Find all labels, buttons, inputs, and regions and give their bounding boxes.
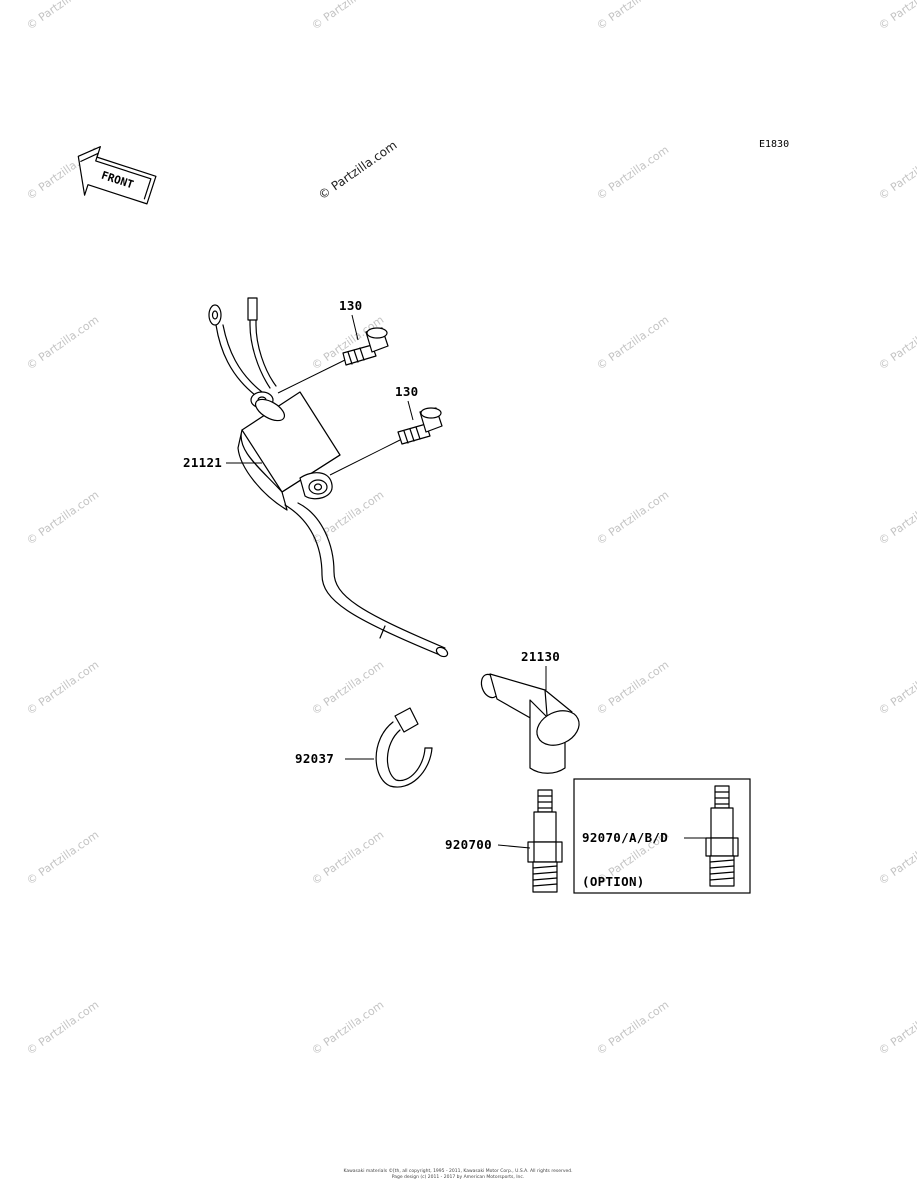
watermark-text: © Partzilla.com xyxy=(309,658,386,717)
footer-design: Page design (c) 2011 - 2017 by American … xyxy=(392,1174,525,1180)
watermark-grid: © Partzilla.com © Partzilla.com © Partzill… xyxy=(24,0,917,1057)
watermark-text: © Partzilla.com xyxy=(24,828,101,887)
spark-plug[interactable] xyxy=(527,789,563,893)
part-label-plug-cap: 21130 xyxy=(521,649,560,664)
bolt-upper[interactable] xyxy=(342,327,389,366)
spark-plug-option[interactable] xyxy=(705,785,739,887)
part-label-spark-plug: 920700 xyxy=(445,837,492,852)
watermark-text: © Partzilla.com xyxy=(24,998,101,1057)
watermark-text: © Partzilla.com xyxy=(594,488,671,547)
watermark-text: © Partzilla.com xyxy=(594,998,671,1057)
watermark-text: © Partzilla.com xyxy=(24,488,101,547)
part-label-band: 92037 xyxy=(295,751,334,766)
watermark-center: © Partzilla.com xyxy=(316,138,400,203)
watermark-text: © Partzilla.com xyxy=(876,313,917,372)
watermark-text: © Partzilla.com xyxy=(594,0,671,32)
option-box: (OPTION) xyxy=(573,778,751,894)
watermark-text: © Partzilla.com xyxy=(876,998,917,1057)
bolt-lower[interactable] xyxy=(397,407,443,445)
watermark-text: © Partzilla.com xyxy=(594,313,671,372)
band[interactable] xyxy=(375,707,433,788)
watermark-text: © Partzilla.com xyxy=(309,998,386,1057)
part-label-bolt-lower: 130 xyxy=(395,384,418,399)
diagram-code: E1830 xyxy=(759,139,789,150)
watermark-text: © Partzilla.com xyxy=(876,0,917,32)
watermark-text: © Partzilla.com xyxy=(876,143,917,202)
watermark-text: © Partzilla.com xyxy=(594,143,671,202)
watermark-text: © Partzilla.com xyxy=(24,313,101,372)
watermark-text: © Partzilla.com xyxy=(876,828,917,887)
ignition-coil[interactable] xyxy=(208,297,449,658)
plug-cap[interactable] xyxy=(478,672,584,774)
part-label-spark-plug-option: 92070/A/B/D xyxy=(582,830,668,845)
watermark-text: © Partzilla.com xyxy=(24,0,101,32)
watermark-text: © Partzilla.com xyxy=(24,658,101,717)
part-label-ignition-coil: 21121 xyxy=(183,455,222,470)
watermark-text: © Partzilla.com xyxy=(876,488,917,547)
part-label-bolt-upper: 130 xyxy=(339,298,362,313)
watermark-text: © Partzilla.com xyxy=(594,658,671,717)
watermark-text: © Partzilla.com xyxy=(876,658,917,717)
front-arrow-icon: FRONT xyxy=(77,146,157,205)
watermark-text: © Partzilla.com xyxy=(309,0,386,32)
option-label: (OPTION) xyxy=(582,874,645,889)
footer-copyright: Kawasaki materials ©[th, all copyright, … xyxy=(343,1167,572,1174)
watermark-text: © Partzilla.com xyxy=(309,828,386,887)
